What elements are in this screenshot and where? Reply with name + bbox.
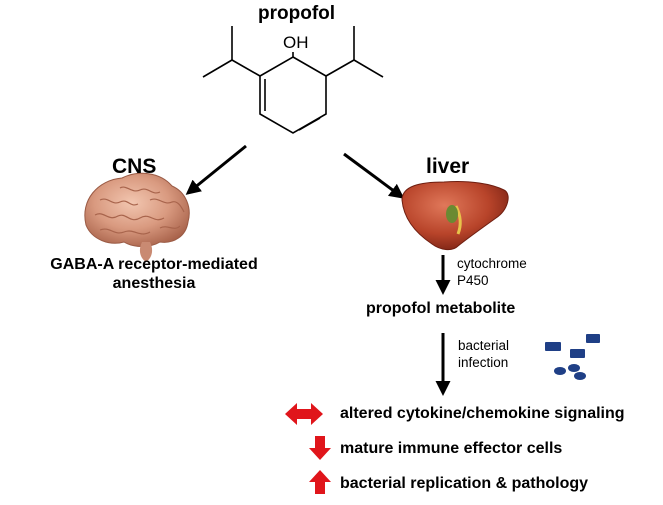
pathway-arrows [185,144,451,396]
liver-label: liver [426,155,470,178]
down-arrow-icon [309,436,331,460]
arrow-to-cns [185,144,247,195]
arrow-to-liver [343,152,405,199]
outcome-cytokine-signaling: altered cytokine/chemokine signaling [340,405,625,422]
up-arrow-icon [309,470,331,494]
brain-illustration [84,172,190,262]
cns-effect-line2: anesthesia [112,275,196,292]
metabolism-step-label: cytochrome P450 [457,255,527,289]
outcome-immune-effector-cells: mature immune effector cells [340,440,563,457]
infection-step-label: bacterial infection [458,337,509,371]
bacteria-illustration [545,334,600,380]
cns-effect-line1: GABA-A receptor-mediated [50,256,258,273]
cns-label: CNS [112,155,157,178]
propofol-structure [202,26,384,134]
metabolism-step-line1: cytochrome [457,256,527,271]
infection-step-line1: bacterial [458,338,510,353]
infection-step-line2: infection [458,355,509,370]
outcome-arrows [285,403,331,494]
outcome-bacterial-replication: bacterial replication & pathology [340,475,589,492]
liver-illustration [401,181,509,251]
metabolism-step-line2: P450 [457,273,489,288]
metabolite-label: propofol metabolite [366,300,516,317]
hydroxyl-label: OH [283,33,309,52]
double-arrow-icon [285,403,323,425]
diagram-title: propofol [258,3,336,24]
